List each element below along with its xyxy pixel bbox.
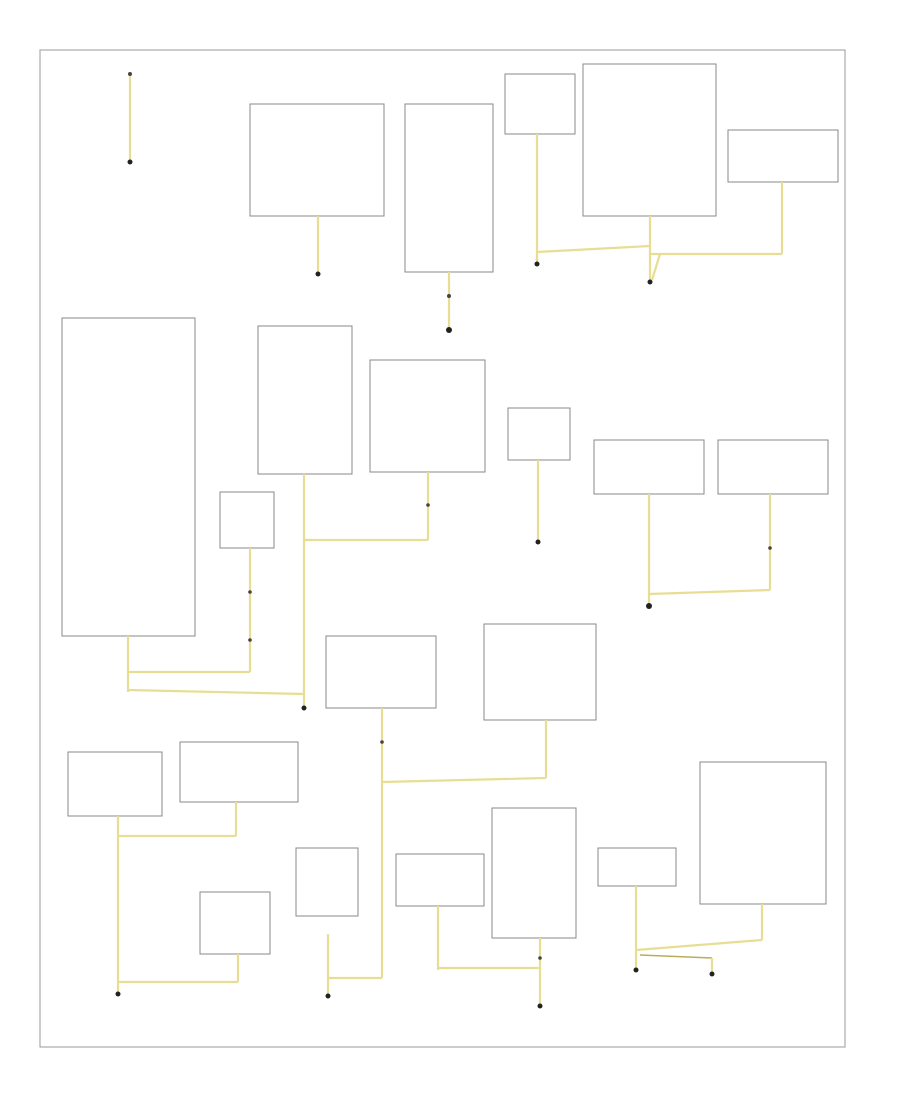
component-box-2 [404,103,494,273]
wire-segment [127,688,305,696]
component-box-7 [219,491,275,549]
component-box-21 [597,847,677,887]
ground-icon [535,539,541,545]
ground-icon [325,993,331,999]
middle-left-wiring [126,472,430,711]
component-box-5 [727,129,839,183]
diagram-frame [39,49,846,1048]
component-box-14 [483,623,597,721]
ground-icon [315,271,321,277]
component-box-11 [593,439,705,495]
component-box-16 [67,751,163,817]
center-wiring [325,708,548,999]
component-box-6 [61,317,196,637]
splice-dot-icon [538,956,542,960]
component-box-9 [369,359,486,473]
ground-icon [633,967,639,973]
wire-segment [650,253,662,281]
wire-segment [536,244,651,254]
ground-icon [446,327,452,333]
wire-segment [639,954,713,959]
splice-dot-icon [128,72,132,76]
bottom-center-wiring [436,906,543,1009]
ground-icon [646,603,652,609]
top-right-wiring [534,134,784,285]
ground-icon [537,1003,543,1009]
component-box-19 [395,853,485,907]
component-box-18 [199,891,271,955]
splice-dot-icon [768,546,772,550]
component-box-10 [507,407,571,461]
splice-dot-icon [248,590,252,594]
wire-segment [635,938,763,952]
ground-icon [127,159,133,165]
component-box-17 [179,741,299,803]
splice-dot-icon [248,638,252,642]
ground-icon [647,279,653,285]
component-box-3 [504,73,576,135]
component-box-15 [295,847,359,917]
middle-right-wiring [646,494,772,609]
battery-ground-circuit [127,72,133,165]
wire-segment [648,588,771,596]
component-box-12 [717,439,829,495]
splice-dot-icon [426,503,430,507]
splice-dot-icon [380,740,384,744]
splice-dot-icon [447,294,451,298]
wire-segment [381,776,547,784]
component-box-13 [325,635,437,709]
ground-icon [301,705,307,711]
component-box-22 [699,761,827,905]
component-box-20 [491,807,577,939]
bottom-right-wiring [633,886,764,977]
ground-icon [534,261,540,267]
ground-icon [709,971,715,977]
component-box-4 [582,63,717,217]
component-box-8 [257,325,353,475]
bottom-left-wiring [115,802,240,997]
component-box-1 [249,103,385,217]
ground-icon [115,991,121,997]
